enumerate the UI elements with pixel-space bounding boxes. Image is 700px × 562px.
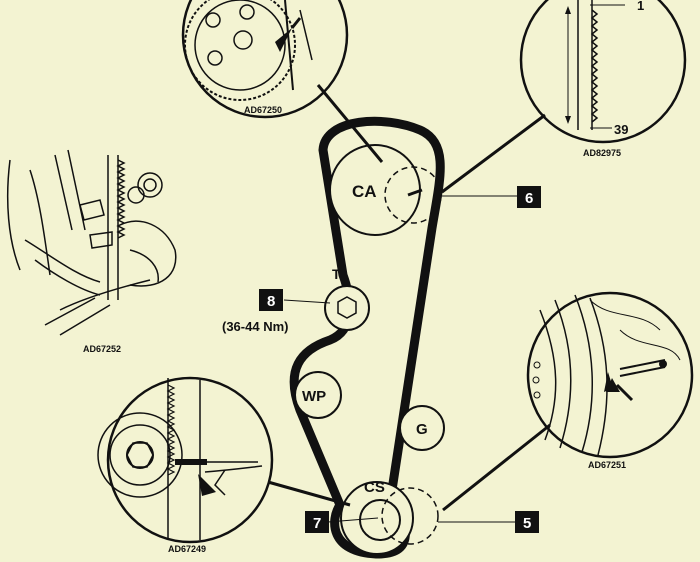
leader-bottom-right [442,423,551,512]
detail-top-right: 1 39 AD82975 [519,0,687,158]
camshaft-timing-mark-circle [384,166,442,224]
leader-bottom-left [267,480,351,507]
callout-6: 6 [517,186,541,208]
callout-6-text: 6 [525,190,533,207]
tensioner-label: T [332,266,341,282]
callout-7: 7 [305,511,329,533]
leader-top-left [316,84,384,163]
ref-left: AD67252 [83,344,121,354]
callout-8: 8 [259,289,283,311]
idler-pulley: G [399,405,445,451]
ref-bottom-right: AD67251 [588,460,626,470]
detail-bottom-right: AD67251 [526,291,694,470]
callout-5: 5 [515,511,539,533]
camshaft-pulley: CA [329,144,442,236]
callout-5-text: 5 [523,515,531,532]
leader-top-right [441,113,546,194]
callout-8-text: 8 [267,293,275,310]
water-pump-label: WP [302,388,326,405]
ref-top-right: AD82975 [583,148,621,158]
detail-bottom-left: AD67249 [97,376,274,554]
ref-top-left: AD67250 [244,105,282,115]
crankshaft-pulley: CS [340,479,439,555]
callout-7-line [327,517,379,523]
detail-top-left: AD67250 [181,0,349,119]
water-pump-pulley: WP [294,371,342,419]
callout-8-line [283,299,331,304]
torque-spec: (36-44 Nm) [222,319,288,334]
tensioner-bolt-hex [337,296,357,319]
tooth-count-end: 39 [614,122,628,137]
tooth-count-start: 1 [637,0,644,13]
callout-7-text: 7 [313,515,321,532]
ref-bottom-left: AD67249 [168,544,206,554]
crankshaft-label: CS [364,479,385,496]
idler-label: G [416,421,428,438]
detail-left [6,149,177,336]
camshaft-label: CA [352,182,377,201]
tensioner-pulley: T [324,266,370,331]
crankshaft-timing-mark-circle [381,487,439,545]
